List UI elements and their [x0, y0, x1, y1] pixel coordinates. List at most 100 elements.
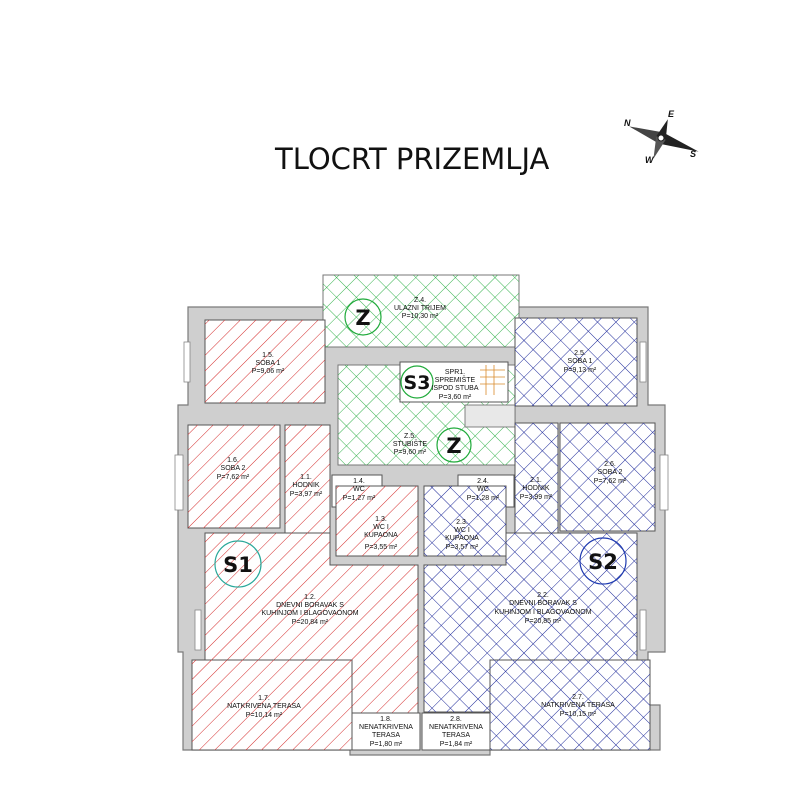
svg-text:KUPAONA: KUPAONA [445, 535, 479, 542]
plan-title: TLOCRT PRIZEMLJA [274, 142, 549, 176]
label-1-1: 1.1. HODNIK P=3,97 m² [290, 474, 323, 498]
svg-text:ULAZNI TRIJEM: ULAZNI TRIJEM [394, 305, 446, 312]
svg-text:NATKRIVENA TERASA: NATKRIVENA TERASA [227, 703, 301, 710]
svg-text:P=3,99 m²: P=3,99 m² [520, 494, 553, 501]
svg-text:2.8.: 2.8. [450, 716, 462, 723]
svg-text:P=20,84 m²: P=20,84 m² [292, 619, 329, 626]
label-2-5: 2.5. SOBA 1 P=9,13 m² [564, 350, 597, 374]
zone-s2-label: S2 [588, 550, 618, 574]
svg-text:P=1,84 m²: P=1,84 m² [440, 741, 473, 748]
label-1-3: 1.3. WC I KUPAONA P=3,55 m² [364, 516, 398, 551]
room-spr1 [399, 361, 509, 403]
stair-icon [480, 365, 505, 395]
compass-rose-icon [629, 119, 699, 159]
svg-text:1.3.: 1.3. [375, 516, 387, 523]
svg-text:STUBIŠTE: STUBIŠTE [393, 439, 428, 448]
room-1-8 [351, 712, 421, 751]
svg-text:Z.4.: Z.4. [414, 297, 426, 304]
label-2-2: 2.2. DNEVNI BORAVAK S KUHINJOM I BLAGOVA… [494, 592, 591, 625]
svg-text:P=20,85 m²: P=20,85 m² [525, 618, 562, 625]
label-2-8: 2.8. NENATKRIVENA TERASA P=1,84 m² [429, 716, 483, 748]
label-2-3: 2.3. WC I KUPAONA P=3,57 m² [445, 519, 479, 551]
svg-text:1.6.: 1.6. [227, 457, 239, 464]
svg-text:P=7,62 m²: P=7,62 m² [217, 474, 250, 481]
label-1-5: 1.5. SOBA 1 P=9,06 m² [252, 352, 285, 375]
svg-text:P=1,80 m²: P=1,80 m² [370, 741, 403, 748]
svg-text:2.3.: 2.3. [456, 519, 468, 526]
zone-z2-badge [436, 427, 472, 463]
svg-text:ISPOD STUBA: ISPOD STUBA [431, 385, 478, 392]
label-1-4: 1.4. WC P=1,27 m² [343, 478, 376, 502]
svg-text:DNEVNI BORAVAK S: DNEVNI BORAVAK S [276, 602, 344, 609]
svg-text:P=9,13 m²: P=9,13 m² [564, 367, 597, 374]
svg-text:1.5.: 1.5. [262, 352, 274, 359]
svg-text:P=3,60 m²: P=3,60 m² [439, 394, 472, 401]
svg-text:2.4.: 2.4. [477, 478, 489, 485]
compass-s: S [690, 149, 696, 159]
compass-e: E [668, 109, 675, 119]
svg-text:WC: WC [477, 486, 489, 493]
label-z5: Z.5. STUBIŠTE P=9,60 m² [393, 433, 428, 456]
svg-text:HODNIK: HODNIK [522, 485, 550, 492]
label-1-6: 1.6. SOBA 2 P=7,62 m² [217, 457, 250, 481]
zone-s2-badge [579, 537, 627, 585]
svg-text:P=3,55 m²: P=3,55 m² [365, 544, 398, 551]
svg-text:P=10,15 m²: P=10,15 m² [560, 711, 597, 718]
svg-text:P=9,60 m²: P=9,60 m² [394, 449, 427, 456]
svg-text:TERASA: TERASA [442, 732, 470, 739]
svg-text:2.1.: 2.1. [530, 477, 542, 484]
compass-n: N [624, 118, 631, 128]
svg-text:2.2.: 2.2. [537, 592, 549, 599]
svg-text:P=10,14 m²: P=10,14 m² [246, 712, 283, 719]
zone-z2-label: Z [446, 434, 461, 458]
svg-text:P=1,27 m²: P=1,27 m² [343, 495, 376, 502]
svg-text:1.4.: 1.4. [353, 478, 365, 485]
compass-w: W [645, 155, 655, 165]
zone-z1-badge [344, 298, 382, 336]
label-2-7: 2.7. NATKRIVENA TERASA P=10,15 m² [541, 694, 615, 718]
svg-text:Z.5.: Z.5. [404, 433, 416, 440]
svg-text:P=3,57 m²: P=3,57 m² [446, 544, 479, 551]
svg-text:SOBA 1: SOBA 1 [568, 358, 593, 365]
svg-text:1.8.: 1.8. [380, 716, 392, 723]
label-1-2: 1.2. DNEVNI BORAVAK S KUHINJOM I BLAGOVA… [261, 594, 358, 626]
svg-text:KUPAONA: KUPAONA [364, 532, 398, 539]
label-z4: Z.4. ULAZNI TRIJEM P=10,30 m² [394, 297, 446, 320]
zone-s1-label: S1 [223, 553, 253, 577]
svg-text:WC I: WC I [373, 524, 389, 531]
zone-z1-label: Z [355, 306, 370, 330]
label-spr1: SPR1. SPREMIŠTE ISPOD STUBA P=3,60 m² [431, 369, 478, 401]
svg-text:WC: WC [353, 486, 365, 493]
svg-text:P=7,62 m²: P=7,62 m² [594, 478, 627, 485]
svg-text:1.7.: 1.7. [258, 695, 270, 702]
svg-text:2.6.: 2.6. [604, 461, 616, 468]
svg-text:SPREMIŠTE: SPREMIŠTE [435, 375, 476, 384]
svg-text:P=9,06 m²: P=9,06 m² [252, 368, 285, 375]
svg-text:KUHINJOM I BLAGOVAONOM: KUHINJOM I BLAGOVAONOM [261, 610, 358, 617]
label-2-6: 2.6. SOBA 2 P=7,62 m² [594, 461, 627, 485]
svg-text:TERASA: TERASA [372, 732, 400, 739]
svg-text:KUHINJOM I BLAGOVAONOM: KUHINJOM I BLAGOVAONOM [494, 609, 591, 616]
svg-text:1.1.: 1.1. [300, 474, 312, 481]
label-2-1: 2.1. HODNIK P=3,99 m² [520, 477, 553, 501]
svg-text:DNEVNI BORAVAK S: DNEVNI BORAVAK S [509, 600, 577, 607]
room-2-8 [421, 712, 491, 751]
svg-text:SOBA 1: SOBA 1 [256, 360, 281, 367]
label-2-4: 2.4. WC P=1,28 m² [467, 478, 500, 502]
zone-s3-label: S3 [404, 372, 431, 394]
label-1-8: 1.8. NENATKRIVENA TERASA P=1,80 m² [359, 716, 413, 748]
label-1-7: 1.7. NATKRIVENA TERASA P=10,14 m² [227, 695, 301, 719]
svg-text:P=1,28 m²: P=1,28 m² [467, 495, 500, 502]
svg-text:SOBA 2: SOBA 2 [598, 469, 623, 476]
svg-text:2.5.: 2.5. [574, 350, 586, 357]
svg-text:SPR1.: SPR1. [445, 369, 465, 376]
zone-s1-badge [214, 540, 262, 588]
svg-text:NENATKRIVENA: NENATKRIVENA [359, 724, 413, 731]
svg-text:2.7.: 2.7. [572, 694, 584, 701]
svg-text:SOBA 2: SOBA 2 [221, 465, 246, 472]
zone-s3-badge [400, 365, 434, 399]
svg-text:1.2.: 1.2. [304, 594, 316, 601]
svg-text:P=3,97 m²: P=3,97 m² [290, 491, 323, 498]
svg-text:HODNIK: HODNIK [292, 482, 320, 489]
